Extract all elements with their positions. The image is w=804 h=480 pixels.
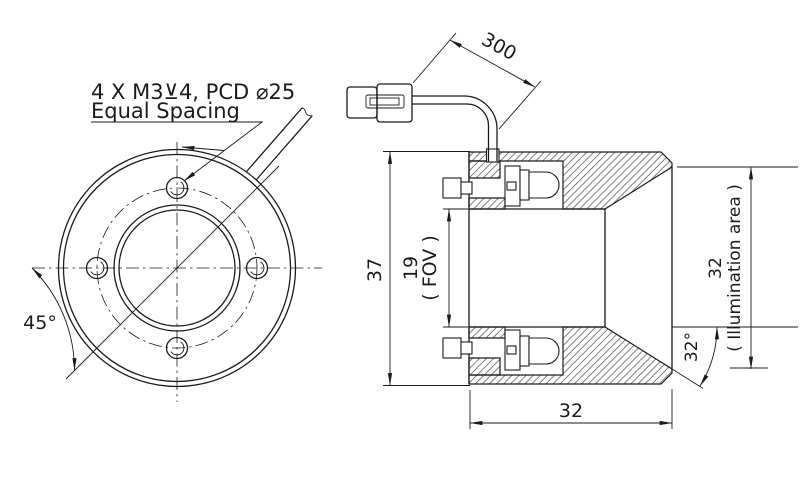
mounting-hole-left [85, 256, 109, 280]
led-assembly-bottom [504, 329, 560, 371]
dim-32-illum: 32 ( Illumination area ) [677, 166, 798, 370]
section-view: 300 37 19 ( FOV ) 32 ( Illumination area… [346, 28, 798, 429]
cable-bend-inner [466, 103, 490, 162]
dim-width-label: 32 [559, 400, 583, 422]
mounting-hole-right [245, 256, 269, 280]
note-leader-branch [181, 145, 225, 151]
dim-300-line [449, 39, 536, 88]
dim-angle-arc [699, 326, 720, 387]
connector-body-front [376, 83, 413, 123]
connector-pin-slot [369, 97, 400, 106]
innertube-hatch-bottom [468, 326, 506, 339]
cable-bend-outer [463, 95, 498, 162]
dim-300-ext1 [412, 32, 457, 84]
front-view: 45° 4 X M3⊻4, PCD ⌀25 Equal Spacing [23, 80, 322, 402]
screw-top [442, 177, 473, 199]
diagonal-45-line [65, 165, 280, 380]
led-assembly-top [504, 165, 560, 207]
dim-illum-value: 32 [706, 257, 726, 279]
aperture-inner-circle [118, 209, 236, 327]
dim-300-ext2 [498, 80, 542, 130]
dim-19-value: 19 [400, 256, 422, 280]
cable-front-edge [256, 115, 313, 180]
mounting-hole-bottom [165, 336, 189, 360]
dim-32-angle: 32° [671, 326, 798, 389]
dim-300-label: 300 [478, 28, 520, 65]
note-leader [183, 121, 263, 182]
led-flange-bottom [519, 335, 530, 367]
connector-body-rear [346, 86, 378, 119]
dim-19-fov: 19 ( FOV ) [400, 208, 468, 328]
mounting-hole-top [165, 176, 189, 200]
dim-illum-label: ( Illumination area ) [725, 184, 745, 352]
dim-37-label: 37 [364, 258, 386, 282]
cable-entry-gap [485, 148, 500, 163]
dim-45-arc [31, 267, 77, 371]
dim-45-label: 45° [23, 312, 57, 334]
connector-latch [365, 94, 405, 109]
note-callout: 4 X M3⊻4, PCD ⌀25 Equal Spacing [91, 80, 295, 182]
led-lead-tab-bottom [506, 345, 517, 355]
housing-section-bottom [468, 326, 673, 385]
dim-angle-cone-ext [671, 368, 704, 389]
backplate-hatch-bottom [468, 357, 501, 376]
dim-19-fov-label: ( FOV ) [419, 235, 441, 300]
backplate-hatch-top [468, 160, 501, 179]
cable-section [346, 83, 500, 163]
dim-37: 37 [364, 151, 470, 386]
dim-angle-label: 32° [682, 332, 702, 362]
led-lead-tab-top [506, 181, 517, 191]
screw-bottom [442, 337, 473, 359]
cable-front-edge [246, 107, 303, 172]
led-dome-top [528, 171, 560, 199]
note-line1: 4 X M3⊻4, PCD ⌀25 [91, 80, 295, 104]
dim-300: 300 [412, 28, 542, 130]
cable-break-icon [301, 107, 313, 117]
led-flange-top [519, 169, 530, 201]
note-line2: Equal Spacing [91, 99, 240, 123]
dim-32-width: 32 [469, 389, 673, 429]
led-dome-bottom [528, 337, 560, 365]
aperture-outer-circle [113, 204, 241, 332]
innertube-hatch-top [468, 197, 506, 210]
dim-45deg: 45° [23, 267, 77, 371]
connector [346, 83, 413, 123]
bolt-circle [96, 187, 258, 349]
cable-front [246, 107, 313, 180]
